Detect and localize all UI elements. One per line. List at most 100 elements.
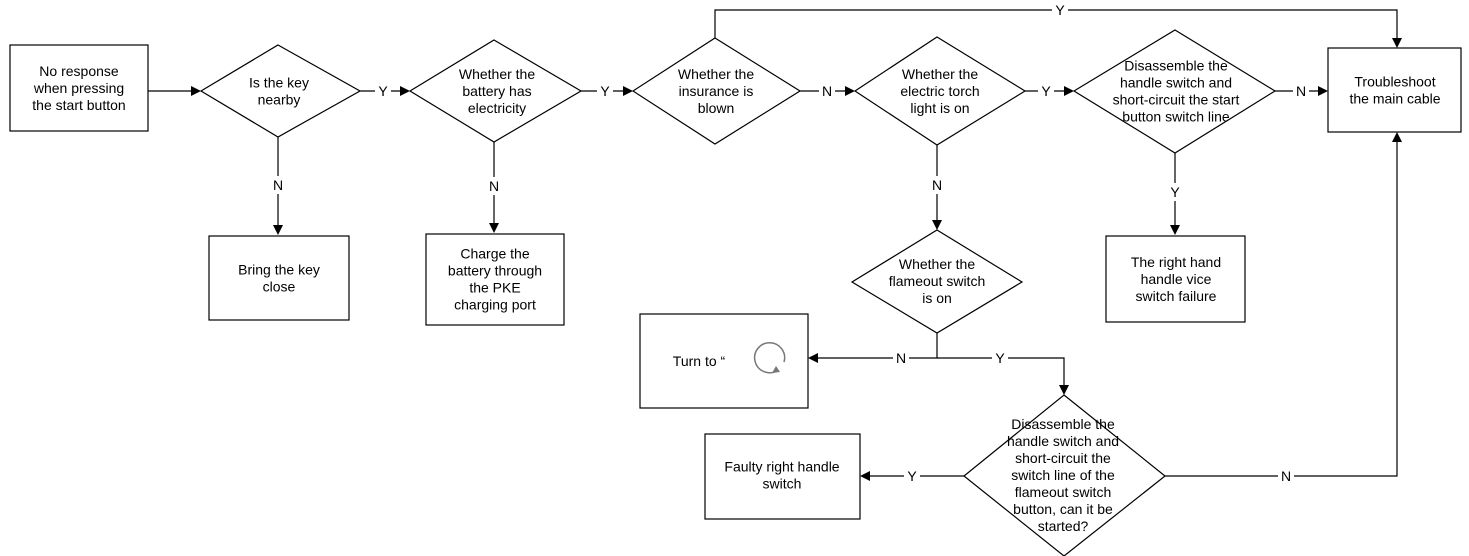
arrowhead-right — [845, 86, 855, 96]
decision-key-nearby-label-line: nearby — [258, 92, 301, 108]
node-start-label-line: the start button — [32, 97, 125, 113]
arrowhead-right — [1064, 86, 1074, 96]
edge-label-n: N — [896, 350, 906, 366]
edge-label-y: Y — [378, 83, 388, 99]
node-charge-battery-label-line: charging port — [454, 297, 536, 313]
arrowhead-left — [808, 353, 818, 363]
node-main-cable-label-line: Troubleshoot — [1354, 74, 1435, 90]
node-faulty-right-label-line: switch — [763, 476, 802, 492]
arrowhead-down — [1059, 385, 1069, 395]
node-bring-key-label-line: close — [263, 279, 296, 295]
edge-label-n: N — [489, 178, 499, 194]
decision-disassemble-flameout-label-line: flameout switch — [1015, 484, 1111, 500]
arrowhead-right — [191, 86, 201, 96]
decision-disassemble-flameout-label-line: button, can it be — [1013, 501, 1113, 517]
node-start-label-line: when pressing — [33, 80, 124, 96]
edge-label-y: Y — [907, 468, 917, 484]
edge-label-n: N — [273, 177, 283, 193]
decision-disassemble-flameout-label-line: Disassemble the — [1011, 416, 1115, 432]
edge-label-n: N — [1281, 468, 1291, 484]
decision-torch-label-line: Whether the — [902, 66, 978, 82]
node-turn-to: Turn to “ — [639, 313, 809, 409]
decision-insurance-label-line: insurance is — [679, 83, 754, 99]
edge-label-y: Y — [1041, 83, 1051, 99]
node-faulty-right-label-line: Faulty right handle — [724, 459, 839, 475]
decision-battery-label-line: battery has — [462, 83, 531, 99]
decision-disassemble-start-label-line: handle switch and — [1120, 75, 1232, 91]
node-vice-failure-label-line: handle vice — [1141, 271, 1212, 287]
decision-torch-label-line: light is on — [910, 100, 969, 116]
node-turn-to-label: Turn to “ — [673, 353, 726, 369]
node-start-label-line: No response — [39, 63, 119, 79]
arrowheads — [191, 38, 1402, 481]
node-vice-failure-label-line: switch failure — [1136, 288, 1217, 304]
decision-disassemble-flameout-label-line: handle switch and — [1007, 433, 1119, 449]
edge-label-y: Y — [1055, 2, 1065, 18]
node-charge-battery-label-line: the PKE — [469, 280, 520, 296]
arrowhead-down — [1392, 38, 1402, 48]
arrowhead-down — [932, 220, 942, 230]
edge-disassemble2-to-main — [1165, 140, 1398, 477]
arrowhead-down — [489, 223, 499, 233]
decision-flameout-label-line: flameout switch — [889, 273, 985, 289]
edge-flameout-to-disassemble2 — [937, 357, 1065, 387]
decision-disassemble-flameout-label-line: switch line of the — [1011, 467, 1115, 483]
decision-torch-label-line: electric torch — [900, 83, 979, 99]
decision-disassemble-start-label-line: short-circuit the start — [1113, 92, 1240, 108]
decision-battery-label-line: electricity — [468, 100, 526, 116]
arrowhead-up — [1392, 132, 1402, 142]
node-charge-battery-label-line: Charge the — [460, 246, 529, 262]
decision-flameout-label-line: Whether the — [899, 256, 975, 272]
arrowhead-left — [860, 471, 870, 481]
node-vice-failure-label-line: The right hand — [1131, 254, 1221, 270]
decision-key-nearby-label-line: Is the key — [249, 75, 309, 91]
arrowhead-right — [1318, 86, 1328, 96]
edge-label-y: Y — [1170, 184, 1180, 200]
arrowhead-right — [623, 86, 633, 96]
edge-label-n: N — [822, 83, 832, 99]
decision-battery-label-line: Whether the — [459, 66, 535, 82]
arrowhead-down — [273, 225, 283, 235]
edge-label-n: N — [932, 177, 942, 193]
circular-arrow-icon — [753, 342, 786, 374]
edge-label-n: N — [1296, 83, 1306, 99]
decision-insurance-label-line: Whether the — [678, 66, 754, 82]
decision-disassemble-flameout-label-line: short-circuit the — [1015, 450, 1111, 466]
decision-disassemble-start-label-line: Disassemble the — [1124, 58, 1228, 74]
decision-disassemble-start-label-line: button switch line — [1122, 109, 1230, 125]
node-main-cable-label-line: the main cable — [1349, 91, 1440, 107]
arrowhead-right — [400, 86, 410, 96]
node-turn-to-label-line: Turn to “ — [673, 353, 726, 369]
decision-flameout-label-line: is on — [922, 290, 952, 306]
edge-label-y: Y — [600, 83, 610, 99]
edge-labels: N Y N Y Y N Y N Y N N Y Y N — [271, 1, 1309, 485]
edge-label-y: Y — [995, 350, 1005, 366]
decision-disassemble-flameout-label-line: started? — [1038, 518, 1089, 534]
